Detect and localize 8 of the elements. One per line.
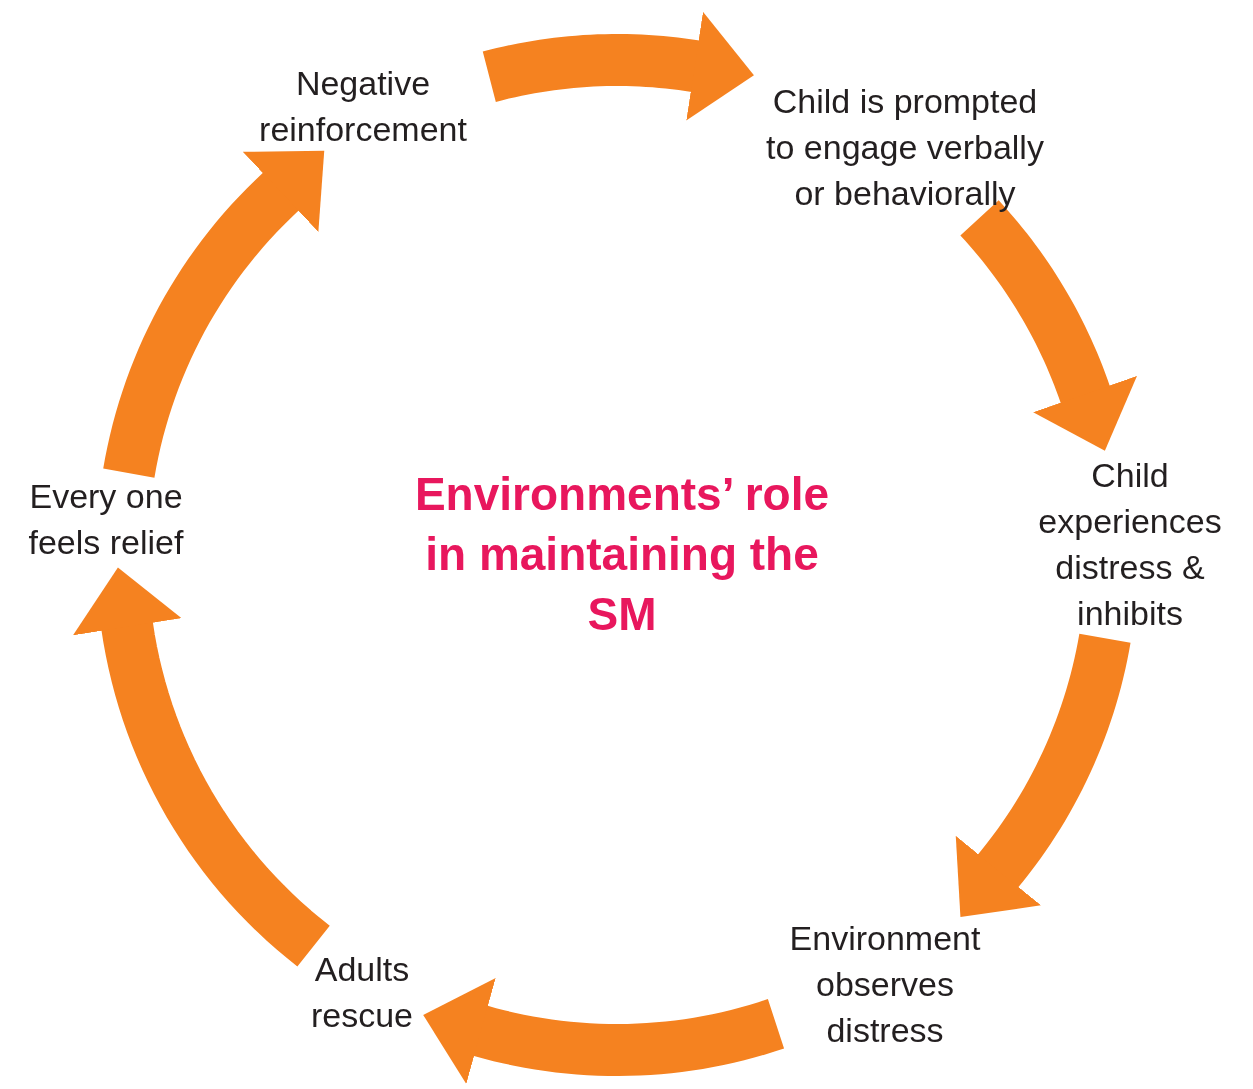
curved-arrow: [72, 567, 330, 967]
step-label: Adults rescue: [302, 947, 422, 1039]
step-label: Every one feels relief: [16, 474, 196, 566]
step-label: Negative reinforcement: [238, 61, 488, 153]
step-label: Environment observes distress: [777, 916, 993, 1054]
diagram-title: Environments’ role in maintaining the SM: [413, 467, 831, 642]
step-label: Child is prompted to engage verbally or behaviorally: [755, 79, 1055, 217]
step-label: Child experiences distress & inhibits: [1032, 453, 1228, 637]
